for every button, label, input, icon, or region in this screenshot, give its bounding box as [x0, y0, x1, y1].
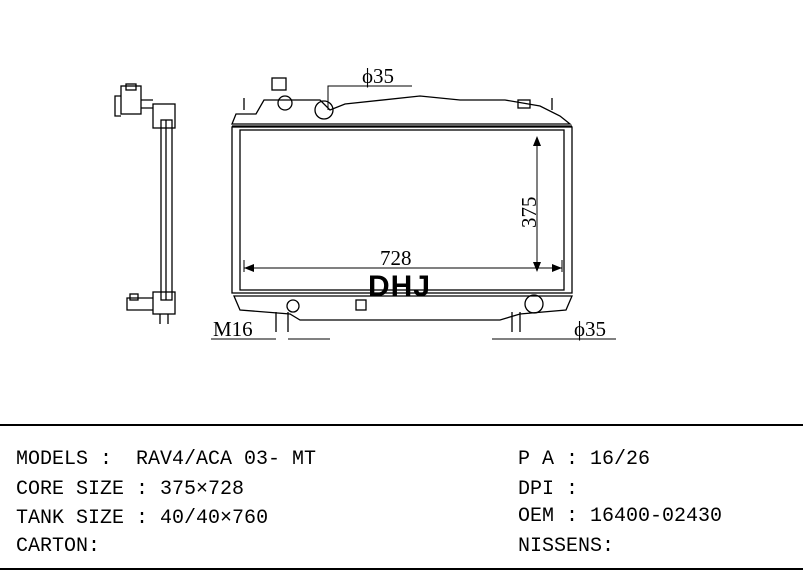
dpi-row: DPI : — [518, 478, 578, 502]
pa-row: P A : 16/26 — [518, 448, 650, 472]
bottom-tank — [233, 294, 573, 332]
oem-value: 16400-02430 — [590, 505, 723, 528]
core — [231, 126, 573, 294]
dimension-core-width-label: 728 — [380, 246, 412, 270]
dpi-label: DPI : — [518, 478, 579, 501]
carton-row: CARTON: — [16, 535, 100, 559]
top-tank — [231, 77, 572, 127]
oem-row: OEM : 16400-02430 — [518, 505, 722, 529]
core-size-row: CORE SIZE : 375×728 — [16, 478, 244, 502]
brand-mark: DHJ — [368, 270, 432, 303]
carton-label: CARTON: — [16, 535, 101, 558]
models-label: MODELS : — [16, 448, 113, 471]
dimension-bottom-outlet-label: ϕ35 — [574, 317, 606, 341]
pa-value: 16/26 — [590, 448, 651, 471]
nissens-row: NISSENS: — [518, 535, 614, 559]
divider-bottom — [0, 568, 803, 570]
oem-label: OEM : — [518, 505, 579, 528]
radiator-technical-drawing: ϕ35 375 728 M16 ϕ35 — [114, 64, 616, 341]
side-view — [114, 83, 176, 324]
tank-size-label: TANK SIZE : — [16, 507, 149, 530]
tank-size-row: TANK SIZE : 40/40×760 — [16, 507, 268, 531]
core-size-value: 375×728 — [160, 478, 245, 501]
dimension-thread-label: M16 — [213, 317, 253, 341]
models-row: MODELS : RAV4/ACA 03- MT — [16, 448, 316, 472]
tank-size-value: 40/40×760 — [160, 507, 269, 530]
dimension-top-outlet-label: ϕ35 — [362, 64, 394, 88]
core-size-label: CORE SIZE : — [16, 478, 149, 501]
pa-label: P A : — [518, 448, 579, 471]
nissens-label: NISSENS: — [518, 535, 615, 558]
models-value: RAV4/ACA 03- MT — [136, 448, 317, 471]
divider-top — [0, 424, 803, 426]
dimension-core-height-label: 375 — [517, 197, 541, 229]
